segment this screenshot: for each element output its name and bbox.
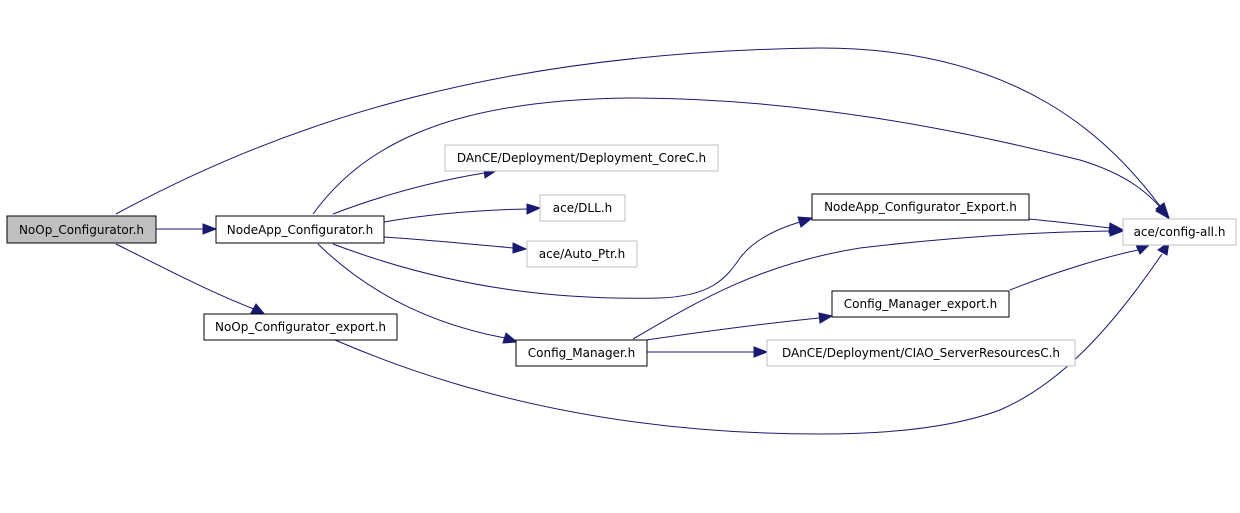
node-label: ace/Auto_Ptr.h xyxy=(539,247,625,261)
arrowhead xyxy=(1109,225,1125,237)
node-noop-configurator-h[interactable]: NoOp_Configurator.h xyxy=(6,215,157,244)
edge-config-manager-export-to-config-all xyxy=(1009,249,1139,291)
edge-nodeapp-to-config-all xyxy=(312,97,1161,215)
arrowhead xyxy=(526,203,542,215)
arrowhead xyxy=(202,223,218,235)
node-ace-auto-ptr-h[interactable]: ace/Auto_Ptr.h xyxy=(526,240,638,268)
node-label: ace/DLL.h xyxy=(553,201,612,215)
node-deployment-corec-h[interactable]: DAnCE/Deployment/Deployment_CoreC.h xyxy=(444,144,719,172)
nodes: NoOp_Configurator.h NodeApp_Configurator… xyxy=(6,144,1237,367)
node-label: Config_Manager.h xyxy=(528,346,635,360)
node-noop-configurator-export-h[interactable]: NoOp_Configurator_export.h xyxy=(203,313,398,341)
edge-noop-to-noop-export xyxy=(115,243,255,310)
edge-config-manager-to-config-manager-export xyxy=(632,317,820,343)
arrowhead xyxy=(1155,203,1169,220)
edge-nodeapp-to-dll xyxy=(383,208,528,223)
node-config-manager-export-h[interactable]: Config_Manager_export.h xyxy=(831,290,1010,318)
edge-nodeapp-to-auto-ptr xyxy=(383,236,514,249)
node-label: DAnCE/Deployment/CIAO_ServerResourcesC.h xyxy=(782,346,1060,360)
edge-nodeapp-to-corec xyxy=(332,172,485,215)
node-config-manager-h[interactable]: Config_Manager.h xyxy=(515,339,648,367)
node-ciao-serverresourcesc-h[interactable]: DAnCE/Deployment/CIAO_ServerResourcesC.h xyxy=(766,339,1076,367)
arrowhead xyxy=(753,346,769,358)
edge-nodeapp-to-nodeapp-export xyxy=(332,221,801,299)
edge-nodeapp-to-config-manager xyxy=(317,243,506,339)
node-label: NoOp_Configurator.h xyxy=(19,223,144,237)
node-label: ace/config-all.h xyxy=(1134,225,1226,239)
node-label: NodeApp_Configurator.h xyxy=(227,223,373,237)
node-label: NoOp_Configurator_export.h xyxy=(215,320,386,334)
node-ace-config-all-h[interactable]: ace/config-all.h xyxy=(1122,218,1237,246)
edge-noop-to-config-all xyxy=(115,47,1161,215)
arrowhead xyxy=(512,242,528,254)
edge-nodeapp-export-to-config-all xyxy=(1028,218,1111,229)
node-label: Config_Manager_export.h xyxy=(844,297,997,311)
arrowhead xyxy=(502,332,519,344)
edge-noop-export-to-config-all xyxy=(334,253,1163,435)
arrowhead xyxy=(797,216,814,228)
arrowhead xyxy=(818,312,834,324)
node-nodeapp-configurator-export-h[interactable]: NodeApp_Configurator_Export.h xyxy=(811,193,1030,221)
node-label: NodeApp_Configurator_Export.h xyxy=(824,200,1017,214)
edge-config-manager-to-config-all xyxy=(632,230,1111,340)
node-nodeapp-configurator-h[interactable]: NodeApp_Configurator.h xyxy=(215,215,385,244)
node-ace-dll-h[interactable]: ace/DLL.h xyxy=(539,194,626,222)
node-label: DAnCE/Deployment/Deployment_CoreC.h xyxy=(457,151,706,165)
